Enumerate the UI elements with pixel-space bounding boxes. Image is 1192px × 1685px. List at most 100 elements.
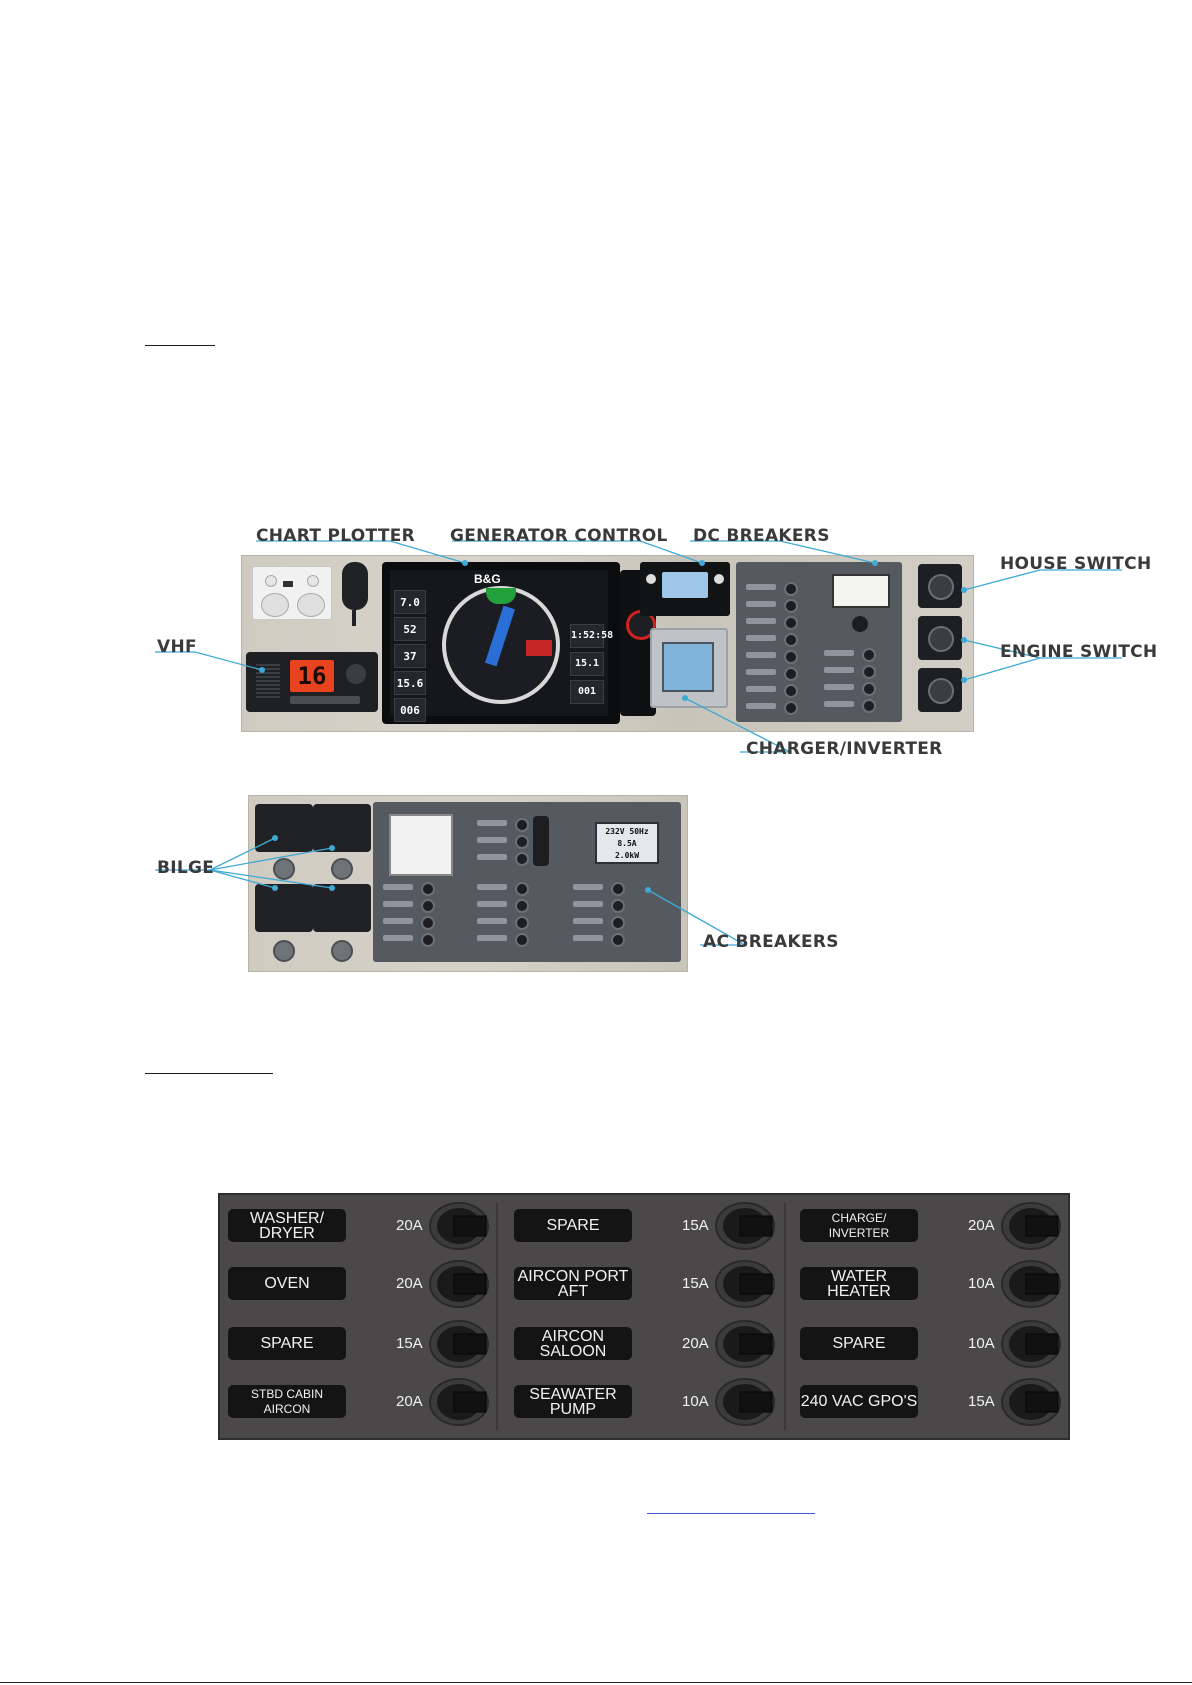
ac-breaker-label: AIRCON PORT AFT xyxy=(514,1267,632,1300)
panel-label-strip xyxy=(746,686,776,692)
panel-breaker-icon xyxy=(862,682,876,696)
ac-breaker-switch-icon xyxy=(714,1259,775,1309)
panel-breaker-icon xyxy=(611,933,625,947)
plotter-readout: 7.0 xyxy=(394,590,426,614)
ac-breaker-amperage: 10A xyxy=(682,1393,709,1410)
bilge-pump-panel-3 xyxy=(255,884,313,932)
callout-charger-inverter: CHARGER/INVERTER xyxy=(746,739,943,759)
ac-breaker-label: WASHER/ DRYER xyxy=(228,1209,346,1242)
section-heading-underline-1 xyxy=(145,345,215,346)
panel-label-strip xyxy=(383,935,413,941)
panel-label-strip xyxy=(477,918,507,924)
panel-label-strip xyxy=(477,935,507,941)
house-switch xyxy=(918,564,962,608)
panel-label-strip xyxy=(383,918,413,924)
ac-breaker-table: WASHER/ DRYER 20A OVEN 20A SPARE 15A STBD CABI… xyxy=(218,1193,1070,1440)
power-outlet xyxy=(252,566,332,620)
vhf-display: 16 xyxy=(290,660,334,692)
panel-breaker-icon xyxy=(784,599,798,613)
reference-link-underline[interactable] xyxy=(647,1513,815,1514)
ac-breaker-label: OVEN xyxy=(228,1267,346,1300)
plotter-readout: 37 xyxy=(394,644,426,668)
ac-monitor-line3: 2.0kW xyxy=(614,851,640,860)
callout-bilge: BILGE xyxy=(157,858,215,878)
ac-breaker-switch-icon xyxy=(714,1201,775,1251)
ac-breaker-label: SPARE xyxy=(228,1327,346,1360)
callout-dc-breakers: DC BREAKERS xyxy=(693,526,830,546)
bilge-pump-panel-1 xyxy=(255,804,313,852)
panel-label-strip xyxy=(383,901,413,907)
generator-control-panel xyxy=(640,562,730,616)
panel-label-strip xyxy=(477,884,507,890)
ac-breaker-label: AIRCON SALOON xyxy=(514,1327,632,1360)
panel-label-strip xyxy=(477,854,507,860)
ac-breaker-switch-icon xyxy=(1000,1377,1061,1427)
panel-breaker-icon xyxy=(784,616,798,630)
panel-label-strip xyxy=(746,601,776,607)
ac-breaker-switch-icon xyxy=(714,1377,775,1427)
panel-label-strip xyxy=(824,701,854,707)
panel-breaker-icon xyxy=(784,701,798,715)
section-heading-underline-2 xyxy=(145,1073,273,1074)
ac-monitor-line1: 232V 50Hz xyxy=(605,827,649,836)
ac-breaker-amperage: 20A xyxy=(396,1393,423,1410)
ac-breaker-amperage: 10A xyxy=(968,1335,995,1352)
panel-breaker-icon xyxy=(784,650,798,664)
panel-breaker-icon xyxy=(515,916,529,930)
plotter-readout: 52 xyxy=(394,617,426,641)
ac-breaker-switch-icon xyxy=(428,1201,489,1251)
ac-breaker-label: SEAWATER PUMP xyxy=(514,1385,632,1418)
engine-switch-1 xyxy=(918,616,962,660)
panel-label-strip xyxy=(477,837,507,843)
engine-switch-2 xyxy=(918,668,962,712)
callout-vhf: VHF xyxy=(157,637,197,657)
panel-breaker-icon xyxy=(421,899,435,913)
ac-breaker-switch-icon xyxy=(1000,1259,1061,1309)
panel-label-strip xyxy=(824,650,854,656)
panel-label-strip xyxy=(746,618,776,624)
panel-label-strip xyxy=(477,820,507,826)
ac-breaker-switch-icon xyxy=(428,1259,489,1309)
ac-monitor-line2: 8.5A xyxy=(617,839,637,848)
panel-label-strip xyxy=(824,667,854,673)
compass-dial xyxy=(442,586,560,704)
panel-label-strip xyxy=(746,703,776,709)
panel-label-strip xyxy=(746,584,776,590)
ac-breaker-switch-icon xyxy=(1000,1319,1061,1369)
vhf-microphone-icon xyxy=(342,562,368,610)
panel-breaker-icon xyxy=(421,933,435,947)
plotter-readout-right: 15.1 xyxy=(570,652,604,676)
panel-label-strip xyxy=(573,918,603,924)
ac-breaker-amperage: 20A xyxy=(396,1275,423,1292)
ac-monitor-display: 232V 50Hz 8.5A 2.0kW xyxy=(595,822,659,864)
panel-label-strip xyxy=(746,669,776,675)
panel-breaker-icon xyxy=(611,899,625,913)
callout-chart-plotter: CHART PLOTTER xyxy=(256,526,416,546)
page-bottom-rule xyxy=(0,1682,1192,1683)
ac-breaker-label: WATER HEATER xyxy=(800,1267,918,1300)
ac-main-breakers xyxy=(389,814,453,876)
panel-breaker-icon xyxy=(515,852,529,866)
ac-breaker-switch-icon xyxy=(428,1377,489,1427)
bilge-ac-panel-image: 232V 50Hz 8.5A 2.0kW xyxy=(248,795,688,972)
plotter-readout: 006 xyxy=(394,698,426,722)
callout-ac-breakers: AC BREAKERS xyxy=(703,932,839,952)
ac-breaker-switch-icon xyxy=(1000,1201,1061,1251)
ac-breaker-amperage: 15A xyxy=(968,1393,995,1410)
panel-label-strip xyxy=(746,635,776,641)
ac-breaker-label: SPARE xyxy=(800,1327,918,1360)
panel-breaker-icon xyxy=(515,882,529,896)
charger-inverter-panel xyxy=(650,628,728,708)
panel-breaker-icon xyxy=(784,684,798,698)
ac-breaker-label: CHARGE/ INVERTER xyxy=(800,1209,918,1242)
panel-label-strip xyxy=(573,901,603,907)
ac-breaker-label: STBD CABIN AIRCON xyxy=(228,1385,346,1418)
plotter-readout-right: 001 xyxy=(570,680,604,704)
ac-breaker-panel: 232V 50Hz 8.5A 2.0kW xyxy=(373,802,681,962)
dc-breaker-panel xyxy=(736,562,902,722)
panel-label-strip xyxy=(746,652,776,658)
ac-breaker-label: SPARE xyxy=(514,1209,632,1242)
panel-breaker-icon xyxy=(421,882,435,896)
panel-breaker-icon xyxy=(421,916,435,930)
